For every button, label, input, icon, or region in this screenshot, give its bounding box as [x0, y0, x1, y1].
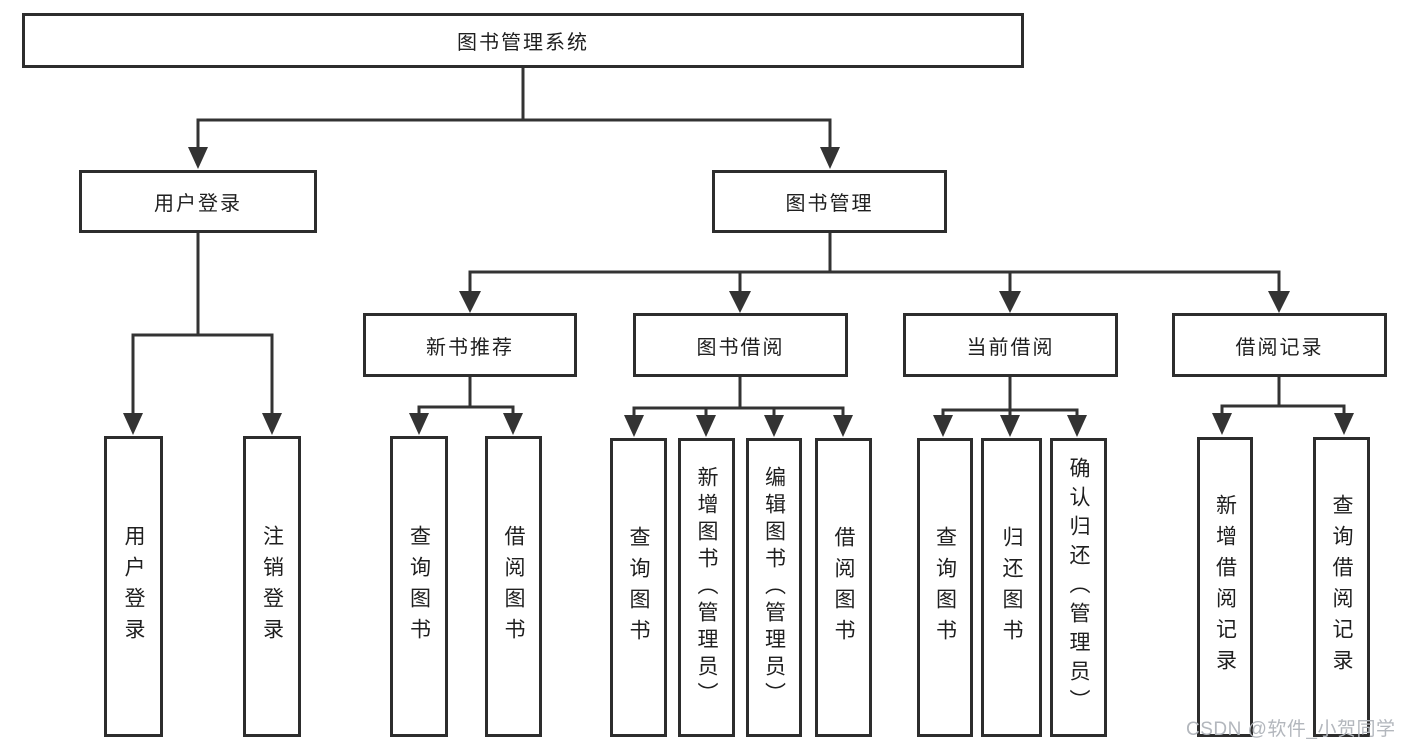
node-leaf-add-books-admin-label: 新增图书（管理员）	[695, 466, 718, 709]
node-user-login-label: 用户登录	[154, 193, 242, 215]
node-book-management-system-label: 图书管理系统	[457, 32, 589, 54]
node-borrowing-records-label: 借阅记录	[1235, 336, 1324, 359]
node-leaf-logout-label: 注销登录	[260, 524, 284, 649]
node-leaf-edit-books-admin: 编辑图书（管理员）	[746, 438, 802, 737]
node-leaf-confirm-return-admin: 确认归还（管理员）	[1050, 438, 1107, 737]
node-leaf-borrow-books-recommendation-label: 借阅图书	[502, 524, 525, 649]
node-leaf-query-books-recommendation: 查询图书	[390, 436, 448, 737]
node-leaf-query-books-borrowing: 查询图书	[610, 438, 667, 737]
node-new-book-recommendation: 新书推荐	[363, 313, 577, 377]
node-leaf-query-books-current-label: 查询图书	[933, 525, 957, 650]
connector-borrowing-records-children	[1212, 377, 1354, 435]
node-leaf-confirm-return-admin-label: 确认归还（管理员）	[1067, 457, 1090, 718]
node-leaf-borrow-books: 借阅图书	[815, 438, 872, 737]
node-book-borrowing-label: 图书借阅	[696, 336, 785, 359]
connector-user-login-children	[123, 233, 282, 435]
node-book-management-system: 图书管理系统	[22, 13, 1024, 68]
csdn-watermark: CSDN @软件_小贺同学	[1186, 719, 1396, 740]
node-leaf-logout: 注销登录	[243, 436, 301, 737]
node-leaf-query-borrow-record: 查询借阅记录	[1313, 437, 1370, 737]
node-leaf-return-books-label: 归还图书	[1000, 525, 1023, 650]
node-leaf-add-borrow-record-label: 新增借阅记录	[1213, 494, 1237, 680]
node-user-login: 用户登录	[79, 170, 317, 233]
node-borrowing-records: 借阅记录	[1172, 313, 1387, 377]
node-leaf-query-books-borrowing-label: 查询图书	[627, 525, 650, 650]
node-leaf-edit-books-admin-label: 编辑图书（管理员）	[762, 466, 786, 709]
connector-current-borrowing-children	[933, 377, 1087, 437]
node-leaf-borrow-books-recommendation: 借阅图书	[485, 436, 542, 737]
node-leaf-borrow-books-label: 借阅图书	[832, 525, 855, 650]
connector-book-management-children	[459, 233, 1290, 313]
node-leaf-return-books: 归还图书	[981, 438, 1042, 737]
node-leaf-query-books-recommendation-label: 查询图书	[407, 524, 431, 649]
connector-book-borrowing-children	[624, 377, 853, 437]
node-current-borrowing: 当前借阅	[903, 313, 1118, 377]
node-leaf-user-login-label: 用户登录	[122, 524, 145, 649]
connector-root-to-level1	[188, 68, 840, 169]
node-leaf-query-borrow-record-label: 查询借阅记录	[1330, 494, 1353, 680]
node-book-management: 图书管理	[712, 170, 947, 233]
node-new-book-recommendation-label: 新书推荐	[426, 336, 514, 359]
connector-new-book-recommendation-children	[409, 377, 523, 435]
node-current-borrowing-label: 当前借阅	[966, 336, 1055, 359]
node-leaf-add-books-admin: 新增图书（管理员）	[678, 438, 735, 737]
node-book-borrowing: 图书借阅	[633, 313, 848, 377]
node-book-management-label: 图书管理	[785, 193, 874, 215]
node-leaf-add-borrow-record: 新增借阅记录	[1197, 437, 1253, 737]
node-leaf-query-books-current: 查询图书	[917, 438, 973, 737]
node-leaf-user-login: 用户登录	[104, 436, 163, 737]
